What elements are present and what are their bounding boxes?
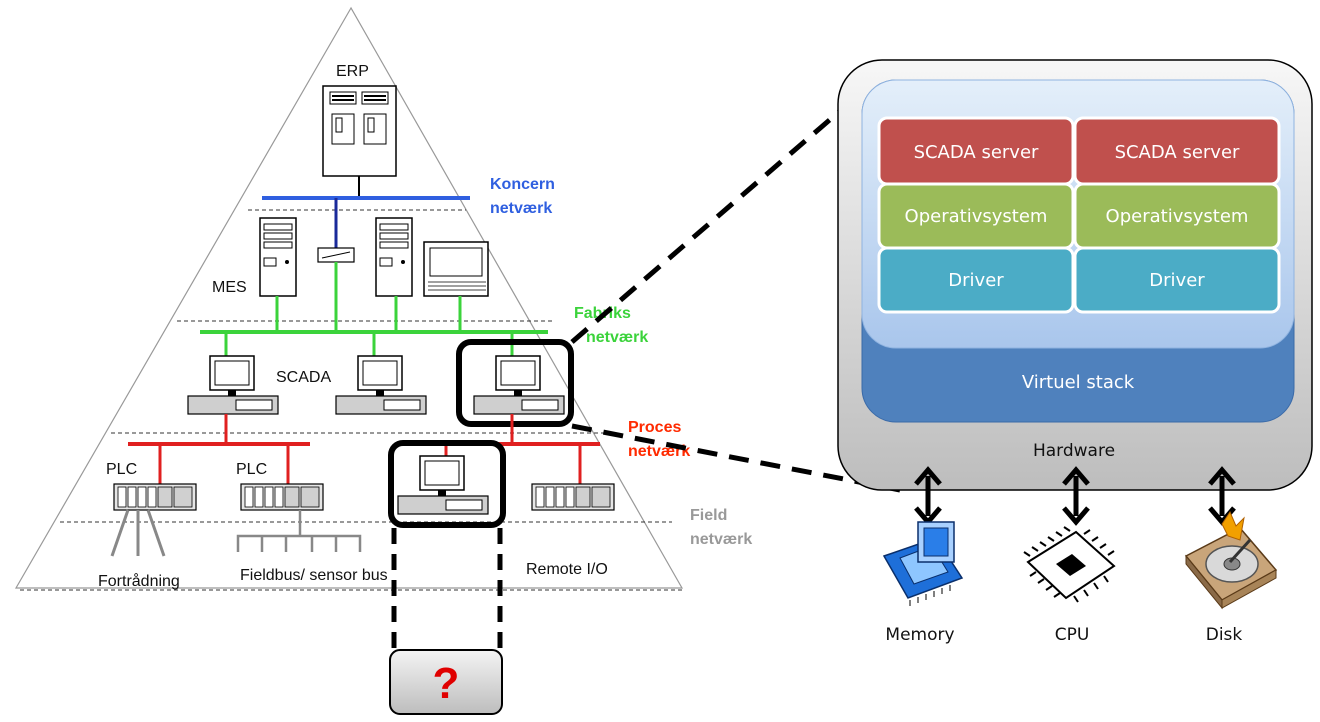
fabriks-network-label-2: netværk <box>586 329 648 346</box>
fieldbus-label: Fieldbus/ sensor bus <box>240 567 388 584</box>
hardware-label: Hardware <box>1033 441 1115 461</box>
scada-server-text-2: SCADA server <box>1115 142 1240 163</box>
automation-pyramid: ERP Koncern netværk MES <box>14 6 752 591</box>
driver-text: Driver <box>948 270 1004 291</box>
wiring-label: Fortrådning <box>98 572 180 590</box>
plc-rack-icon-2 <box>240 483 324 511</box>
plc-rack-icon <box>113 483 197 511</box>
unknown-question-mark: ? <box>433 659 460 708</box>
memory-arrow-icon <box>916 470 940 522</box>
plc-label-2: PLC <box>236 461 267 478</box>
hmi-panel-icon <box>423 241 489 297</box>
vm-stack-1: SCADA server Operativsystem Driver <box>877 116 1075 314</box>
fieldbus-lines <box>236 510 362 552</box>
disk-drive-icon <box>1184 510 1278 610</box>
zoom-line-bottom <box>571 423 901 493</box>
driver-text-2: Driver <box>1149 270 1205 291</box>
firewall-icon <box>317 247 355 263</box>
field-network-label-2: netværk <box>690 531 752 548</box>
unknown-highlight-frame <box>388 440 506 528</box>
memory-label: Memory <box>885 625 954 645</box>
scada-label: SCADA <box>276 369 331 386</box>
virtual-stack-label: Virtuel stack <box>1022 372 1135 393</box>
driver-block <box>877 246 1075 314</box>
cpu-label: CPU <box>1055 625 1090 645</box>
koncern-network-label: Koncern <box>490 176 555 193</box>
erp-server-icon <box>322 85 397 177</box>
scada-highlight-frame <box>456 339 574 427</box>
proces-network-label: Proces <box>628 419 681 436</box>
koncern-network-label-2: netværk <box>490 200 552 217</box>
remote-io-label: Remote I/O <box>526 561 608 578</box>
hardwired-io-lines <box>110 509 166 557</box>
os-text: Operativsystem <box>905 206 1048 227</box>
unknown-box: ? <box>389 649 503 715</box>
mes-server-icon-2 <box>375 217 413 297</box>
vm-stack-2: SCADA server Operativsystem Driver <box>1073 116 1281 314</box>
os-text-2: Operativsystem <box>1106 206 1249 227</box>
cpu-chip-icon <box>1023 526 1116 603</box>
remote-io-rack-icon <box>531 483 615 511</box>
scada-server-text: SCADA server <box>914 142 1039 163</box>
field-network-label: Field <box>690 507 727 524</box>
memory-chip-icon <box>882 521 964 606</box>
erp-label: ERP <box>336 63 369 80</box>
virtualization-host: SCADA server Operativsystem Driver SCADA… <box>837 59 1313 491</box>
mes-server-icon <box>259 217 297 297</box>
disk-label: Disk <box>1206 625 1243 645</box>
cpu-arrow-icon <box>1064 470 1088 522</box>
driver-block-2 <box>1073 246 1281 314</box>
plc-label: PLC <box>106 461 137 478</box>
mes-label: MES <box>212 279 247 296</box>
